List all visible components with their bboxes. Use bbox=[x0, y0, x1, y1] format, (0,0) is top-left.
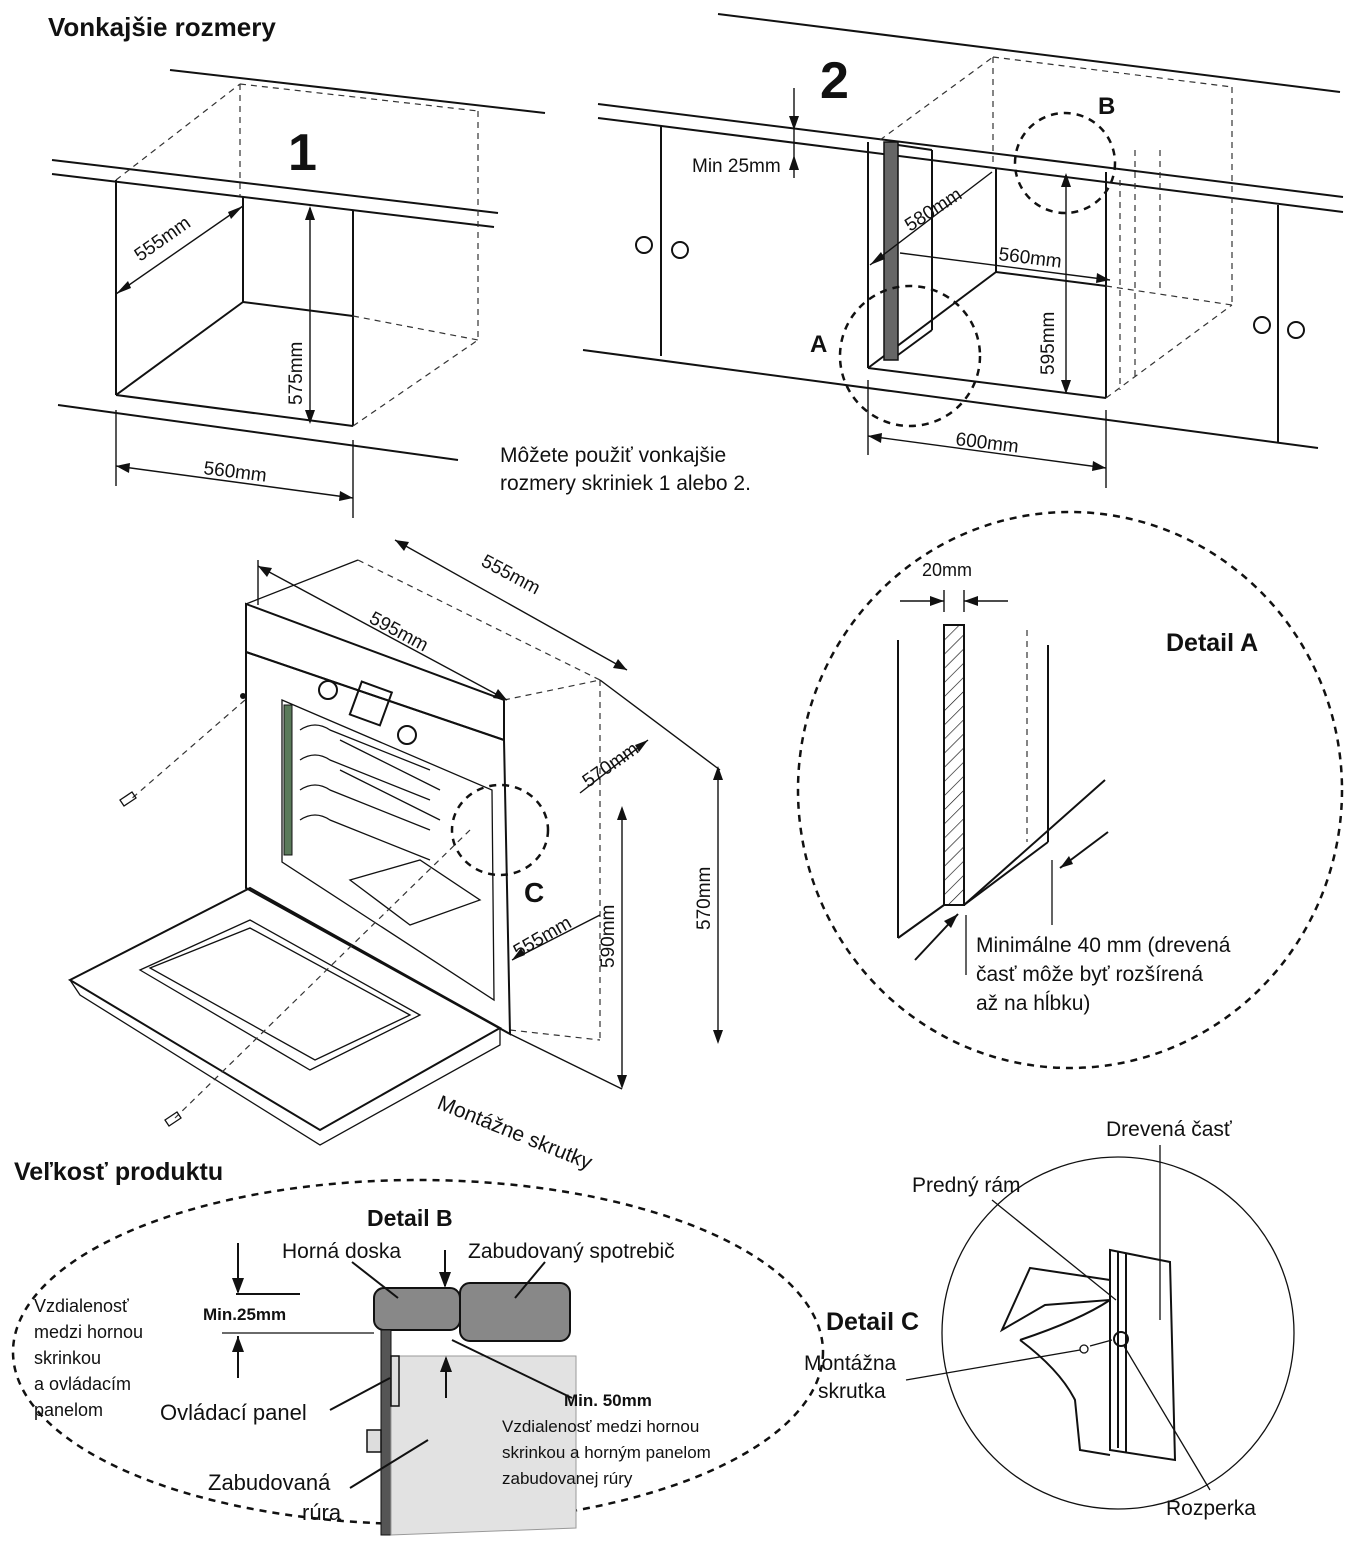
detail-b-distance-line-2: medzi hornou bbox=[34, 1322, 143, 1342]
cabinet-1-depth-label: 555mm bbox=[131, 213, 195, 267]
title-product-size: Veľkosť produktu bbox=[14, 1158, 223, 1186]
oven-height-outer-label: 570mm bbox=[694, 867, 715, 930]
detail-b-min50-label: Min. 50mm bbox=[564, 1391, 652, 1410]
detail-c-spacer-label: Rozperka bbox=[1166, 1497, 1256, 1520]
detail-c-screw-label-line-2: skrutka bbox=[818, 1380, 886, 1403]
oven-height-front-label: 590mm bbox=[598, 905, 619, 968]
detail-b-distance2-line-3: zabudovanej rúry bbox=[502, 1469, 633, 1488]
cabinet-2-inner-width-label: 560mm bbox=[997, 244, 1062, 273]
cabinet-2-width-label: 600mm bbox=[954, 429, 1019, 458]
detail-a-title: Detail A bbox=[1166, 629, 1258, 657]
detail-b-distance-line-3: skrinkou bbox=[34, 1348, 101, 1368]
detail-b-control-panel-label: Ovládací panel bbox=[160, 1400, 307, 1425]
cabinet-1-height-label: 575mm bbox=[286, 342, 307, 405]
detail-c-marker: C bbox=[524, 877, 544, 908]
oven-depth-body-label: 555mm bbox=[510, 912, 575, 962]
detail-b-worktop-label: Horná doska bbox=[282, 1240, 401, 1263]
detail-b-oven-label-line-2: rúra bbox=[302, 1500, 342, 1525]
cabinet-1-number: 1 bbox=[288, 124, 317, 182]
cabinet-1-width-label: 560mm bbox=[202, 458, 267, 487]
title-outer-dimensions: Vonkajšie rozmery bbox=[48, 12, 276, 42]
cabinet-2-drawing bbox=[582, 13, 1344, 488]
detail-b-distance-line-1: Vzdialenosť bbox=[34, 1296, 129, 1316]
detail-b-distance-line-5: panelom bbox=[34, 1400, 103, 1420]
detail-b-min25-label: Min.25mm bbox=[203, 1305, 286, 1324]
detail-b-distance2-line-2: skrinkou a horným panelom bbox=[502, 1443, 711, 1462]
detail-c-title: Detail C bbox=[826, 1308, 919, 1336]
detail-b-appliance-label: Zabudovaný spotrebič bbox=[468, 1240, 675, 1263]
mounting-screws-label: Montážne skrutky bbox=[434, 1091, 596, 1174]
oven-depth-side-label: 570mm bbox=[579, 739, 643, 793]
note-line-2: rozmery skriniek 1 alebo 2. bbox=[500, 472, 751, 495]
cabinet-2-number: 2 bbox=[820, 52, 849, 110]
detail-b-distance2-line-1: Vzdialenosť medzi hornou bbox=[502, 1417, 699, 1436]
cabinet-2-min-gap-label: Min 25mm bbox=[692, 156, 781, 177]
detail-b-distance-line-4: a ovládacím bbox=[34, 1374, 131, 1394]
detail-b-drawing bbox=[11, 1178, 825, 1536]
detail-c-screw-label-line-1: Montážna bbox=[804, 1352, 897, 1375]
detail-a-note-line-3: až na hĺbku) bbox=[976, 991, 1090, 1015]
note-line-1: Môžete použiť vonkajšie bbox=[500, 444, 726, 467]
detail-a-note-line-1: Minimálne 40 mm (drevená bbox=[976, 934, 1231, 957]
detail-a-note-line-2: časť môže byť rozšírená bbox=[976, 963, 1203, 986]
detail-c-wood-label: Drevená časť bbox=[1106, 1118, 1233, 1141]
detail-b-title: Detail B bbox=[367, 1205, 453, 1231]
detail-b-oven-label-line-1: Zabudovaná bbox=[208, 1470, 331, 1495]
detail-c-drawing bbox=[905, 1145, 1295, 1510]
detail-a-thickness-label: 20mm bbox=[922, 560, 972, 580]
detail-a-drawing bbox=[796, 510, 1344, 1070]
cabinet-1-drawing bbox=[51, 69, 546, 518]
oven-width-label: 595mm bbox=[366, 608, 432, 656]
cabinet-2-depth-label: 580mm bbox=[901, 184, 966, 236]
oven-drawing bbox=[67, 539, 723, 1146]
detail-a-marker: A bbox=[810, 331, 827, 358]
cabinet-2-height-label: 595mm bbox=[1038, 312, 1059, 375]
detail-c-front-frame-label: Predný rám bbox=[912, 1174, 1021, 1197]
detail-b-marker: B bbox=[1098, 93, 1115, 120]
